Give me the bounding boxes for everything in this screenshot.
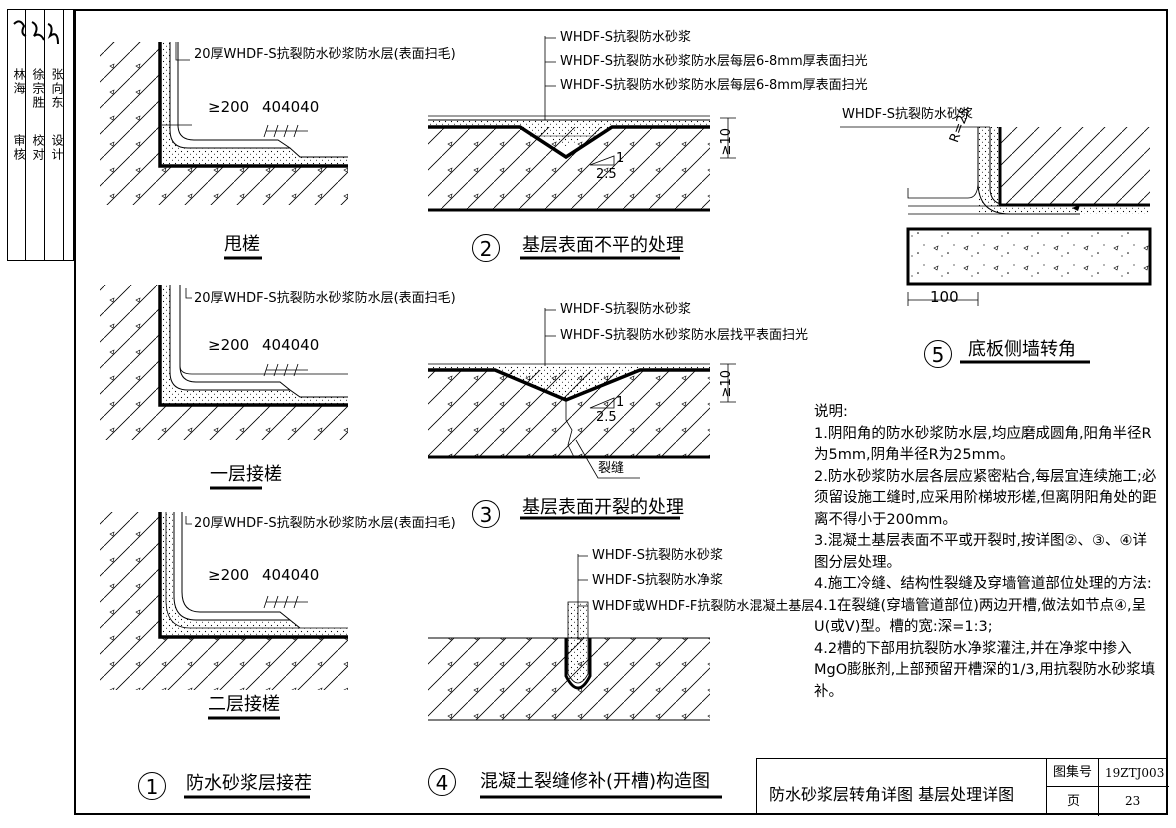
sidebar-name-0: 林海 [12, 68, 26, 96]
detail1-dimsteps-b: 404040 [262, 336, 320, 354]
detail1-sub-underlines [208, 256, 280, 720]
detail4-caption: 混凝土裂缝修补(开槽)构造图 [480, 771, 711, 792]
sidebar-role-1: 校对 [31, 134, 45, 162]
notes-line-2: 2.防水砂浆防水层各层应紧密粘合,每层宜连续施工;必须留设施工缝时,应采用阶梯坡… [814, 468, 1157, 528]
approval-sidebar: 审核 校对 设计 林海 徐宗胜 张向东 [7, 9, 74, 261]
detail3-label-0: WHDF-S抗裂防水砂浆 [560, 302, 692, 317]
sidebar-col-roles [8, 10, 26, 260]
notes-line-5: 4.1在裂缝(穿墙管道部位)两边开槽,做法如节点④,呈U(或V)型。槽的宽:深=… [814, 597, 1147, 636]
detail1-sub-a: 甩槎 [224, 234, 260, 255]
detail3-section [428, 308, 736, 479]
detail1-dim200-c: ≥200 [208, 566, 250, 584]
detail1-dimsteps-a: 404040 [262, 98, 320, 116]
detail1-section-b [100, 285, 348, 440]
detail2-section [428, 36, 736, 212]
detail5-section [840, 126, 1152, 306]
detail5-label: WHDF-S抗裂防水砂浆 [842, 107, 974, 122]
page-label-cell: 页 [1047, 787, 1099, 816]
detail3-slope-1: 1 [616, 395, 625, 410]
detail2-number: 2 [472, 234, 500, 262]
detail1-sub-b: 一层接槎 [210, 464, 282, 485]
detail5-caption: 底板侧墙转角 [968, 339, 1076, 360]
detail4-number: 4 [428, 768, 456, 796]
detail3-slope-25: 2.5 [596, 410, 617, 425]
detail1-label-c: 20厚WHDF-S抗裂防水砂浆防水层(表面扫毛) [194, 516, 456, 531]
page-no: 23 [1125, 794, 1141, 808]
detail1-number: 1 [138, 772, 166, 800]
drawing-title: 防水砂浆层转角详图 基层处理详图 [769, 785, 1015, 804]
detail2-caption: 基层表面不平的处理 [522, 235, 684, 256]
signature-icon [10, 16, 62, 56]
detail2-label-2: WHDF-S抗裂防水砂浆防水层每层6-8mm厚表面扫光 [560, 78, 868, 93]
detail1-dim200-a: ≥200 [208, 98, 250, 116]
notes-title: 说明: [814, 404, 848, 420]
sidebar-name-1: 徐宗胜 [31, 68, 45, 110]
atlas-label: 图集号 [1053, 765, 1093, 780]
detail5-dim-100: 100 [930, 288, 959, 306]
title-cell: 防水砂浆层转角详图 基层处理详图 [757, 759, 1047, 815]
notes-line-6: 4.2槽的下部用抗裂防水净浆灌注,并在净浆中掺入MgO膨胀剂,上部预留开槽深的1… [814, 640, 1156, 700]
notes-line-4: 4.施工冷缝、结构性裂缝及穿墙管道部位处理的方法: [814, 576, 1152, 592]
detail2-dim-depth: ≥10 [719, 128, 734, 156]
atlas-label-cell: 图集号 [1047, 759, 1099, 787]
detail1-dimsteps-c: 404040 [262, 566, 320, 584]
detail1-section-a [100, 42, 348, 205]
notes-block: 说明: 1.阴阳角的防水砂浆防水层,均应磨成圆角,阳角半径R为5mm,阴角半径R… [814, 402, 1158, 703]
detail2-label-1: WHDF-S抗裂防水砂浆防水层每层6-8mm厚表面扫光 [560, 54, 868, 69]
detail3-crack-label: 裂缝 [598, 461, 625, 476]
page-label: 页 [1067, 794, 1081, 809]
drawing-frame [74, 9, 1168, 815]
atlas-no: 19ZTJ003 [1105, 766, 1165, 780]
detail4-label-0: WHDF-S抗裂防水砂浆 [592, 548, 724, 563]
page-no-cell: 23 [1099, 787, 1169, 816]
detail3-caption: 基层表面开裂的处理 [522, 497, 684, 518]
notes-line-1: 1.阴阳角的防水砂浆防水层,均应磨成圆角,阳角半径R为5mm,阴角半径R为25m… [814, 425, 1152, 464]
detail2-slope-25: 2.5 [596, 167, 617, 182]
detail2-label-0: WHDF-S抗裂防水砂浆 [560, 30, 692, 45]
detail1-dim200-b: ≥200 [208, 336, 250, 354]
atlas-no-cell: 19ZTJ003 [1099, 759, 1169, 787]
sidebar-col-names [26, 10, 45, 260]
detail1-section-c [100, 512, 348, 690]
title-block: 防水砂浆层转角详图 基层处理详图 图集号 19ZTJ003 页 23 [756, 758, 1169, 816]
detail5-number: 5 [924, 340, 952, 368]
detail1-leaders [175, 42, 192, 525]
detail3-label-1: WHDF-S抗裂防水砂浆防水层找平表面扫光 [560, 328, 809, 343]
sidebar-name-2: 张向东 [50, 68, 64, 110]
detail4-section [428, 554, 710, 721]
detail1-label-b: 20厚WHDF-S抗裂防水砂浆防水层(表面扫毛) [194, 291, 456, 306]
sidebar-role-2: 设计 [50, 134, 64, 162]
sidebar-role-0: 审核 [12, 134, 26, 162]
detail4-label-1: WHDF-S抗裂防水净浆 [592, 573, 724, 588]
detail4-label-2: WHDF或WHDF-F抗裂防水混凝土基层 [592, 599, 815, 614]
detail3-number: 3 [472, 500, 500, 528]
notes-line-3: 3.混凝土基层表面不平或开裂时,按详图②、③、④详图分层处理。 [814, 533, 1147, 571]
detail1-caption: 防水砂浆层接茬 [186, 773, 312, 794]
detail2-slope-1: 1 [616, 151, 625, 166]
detail1-label-a: 20厚WHDF-S抗裂防水砂浆防水层(表面扫毛) [194, 47, 456, 62]
detail1-sub-c: 二层接槎 [208, 694, 280, 715]
detail3-dim-depth: ≥10 [719, 370, 734, 398]
sidebar-col-titles [45, 10, 64, 260]
